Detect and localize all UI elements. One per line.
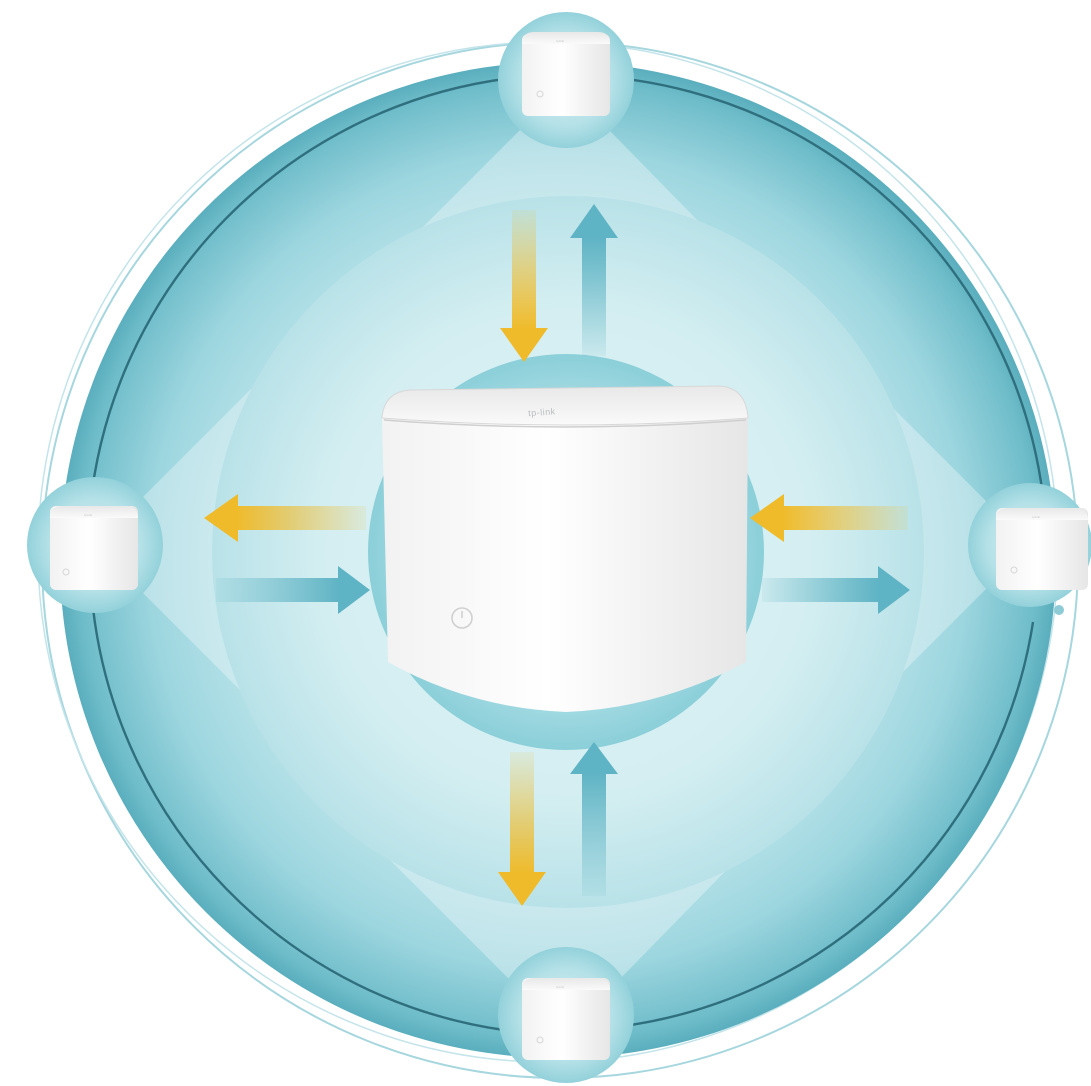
satellite-right: tp-link [996,508,1088,590]
tp-link-logo: tp-link [528,406,556,418]
satellite-top-logo: tp-link [556,39,565,43]
satellite-bottom: tp-link [522,978,610,1060]
svg-text:tp-link: tp-link [528,406,556,418]
satellite-left-logo: tp-link [84,513,93,517]
main-router: tp-link [382,386,748,712]
satellite-bottom-logo: tp-link [556,985,565,989]
satellite-right-logo: tp-link [1032,515,1041,519]
satellite-left: tp-link [50,506,138,590]
satellite-top: tp-link [522,32,610,116]
